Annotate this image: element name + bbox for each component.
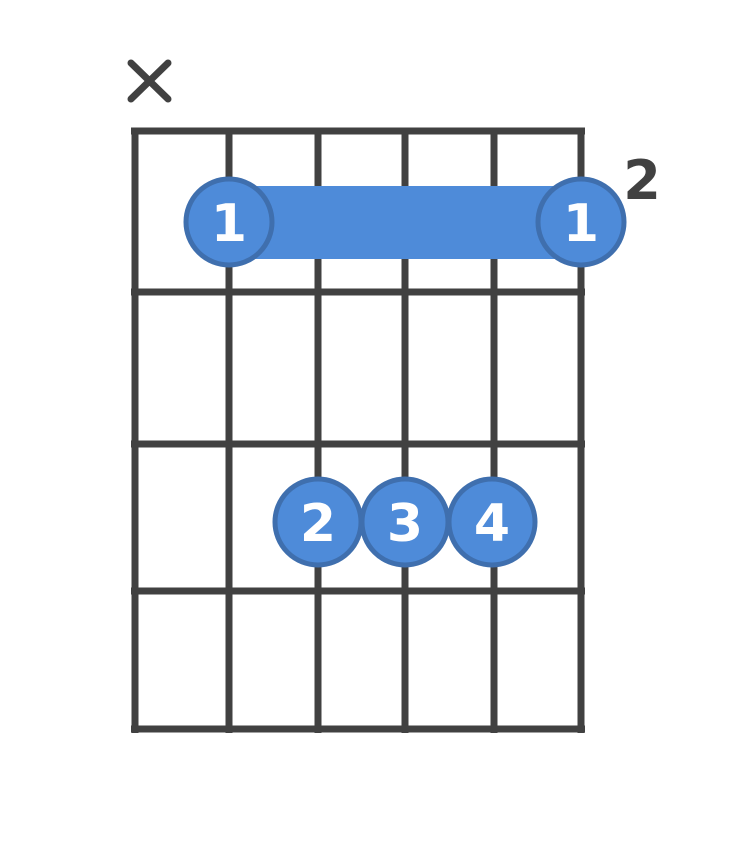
finger-dot: 1 [535, 176, 627, 268]
svg-text:1: 1 [211, 194, 247, 254]
muted-string-x-icon [127, 59, 172, 103]
svg-text:1: 1 [563, 194, 599, 254]
svg-text:2: 2 [300, 494, 336, 554]
starting-fret-label: 2 [623, 149, 661, 212]
finger-dot: 4 [446, 476, 538, 568]
finger-dot: 2 [272, 476, 364, 568]
finger-dot: 3 [359, 476, 451, 568]
svg-text:4: 4 [474, 494, 510, 554]
barre-bar [229, 186, 581, 259]
finger-dot: 1 [183, 176, 275, 268]
svg-text:3: 3 [387, 494, 423, 554]
